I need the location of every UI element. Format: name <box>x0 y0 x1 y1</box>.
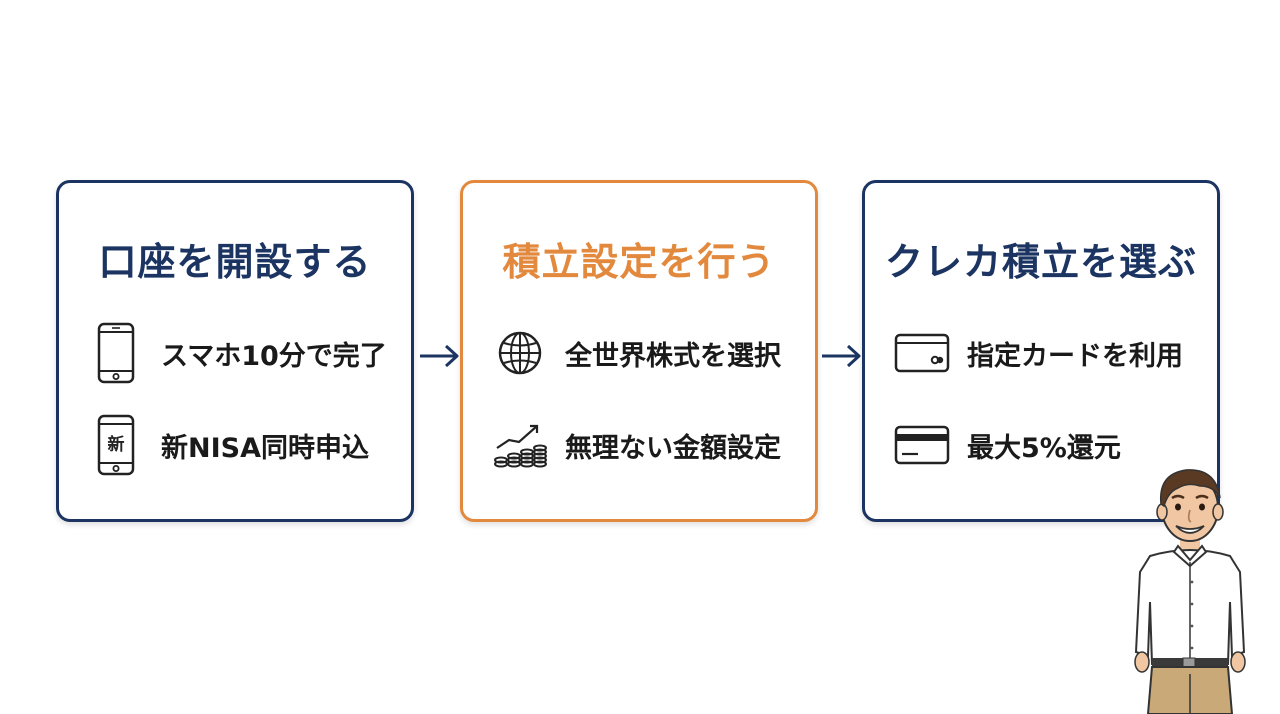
step-card-open-account: 口座を開設する スマホ10分で完了 新 新NISA同時申込 <box>56 180 414 522</box>
step-item: 指定カードを利用 <box>891 321 1207 385</box>
step-card-set-investment: 積立設定を行う 全世界株式を選択 <box>460 180 818 522</box>
step-item: 無理ない金額設定 <box>489 413 805 477</box>
arrow-right-icon <box>420 344 459 368</box>
step-card-credit-card: クレカ積立を選ぶ 指定カードを利用 最大5%還元 <box>862 180 1220 522</box>
step-item-label: 新NISA同時申込 <box>161 432 369 464</box>
step-title: 積立設定を行う <box>502 240 776 284</box>
credit-card-icon <box>891 322 953 384</box>
step-item: 新 新NISA同時申込 <box>85 413 401 477</box>
card-stripe-icon <box>891 414 953 476</box>
step-item: 全世界株式を選択 <box>489 321 805 385</box>
globe-icon <box>489 322 551 384</box>
smartphone-new-icon: 新 <box>85 414 147 476</box>
step-item: 最大5%還元 <box>891 413 1207 477</box>
icon-text-new: 新 <box>108 434 125 455</box>
step-item-label: 全世界株式を選択 <box>565 340 781 372</box>
smartphone-icon <box>85 322 147 384</box>
person-illustration <box>1134 469 1246 714</box>
step-item: スマホ10分で完了 <box>85 321 401 385</box>
step-title: クレカ積立を選ぶ <box>884 240 1197 284</box>
arrow-right-icon <box>822 344 861 368</box>
step-item-label: 無理ない金額設定 <box>565 432 781 464</box>
step-item-label: スマホ10分で完了 <box>161 340 387 372</box>
step-title: 口座を開設する <box>98 240 372 284</box>
step-item-label: 最大5%還元 <box>967 432 1121 464</box>
coins-growth-icon <box>489 414 551 476</box>
step-item-label: 指定カードを利用 <box>967 340 1183 372</box>
